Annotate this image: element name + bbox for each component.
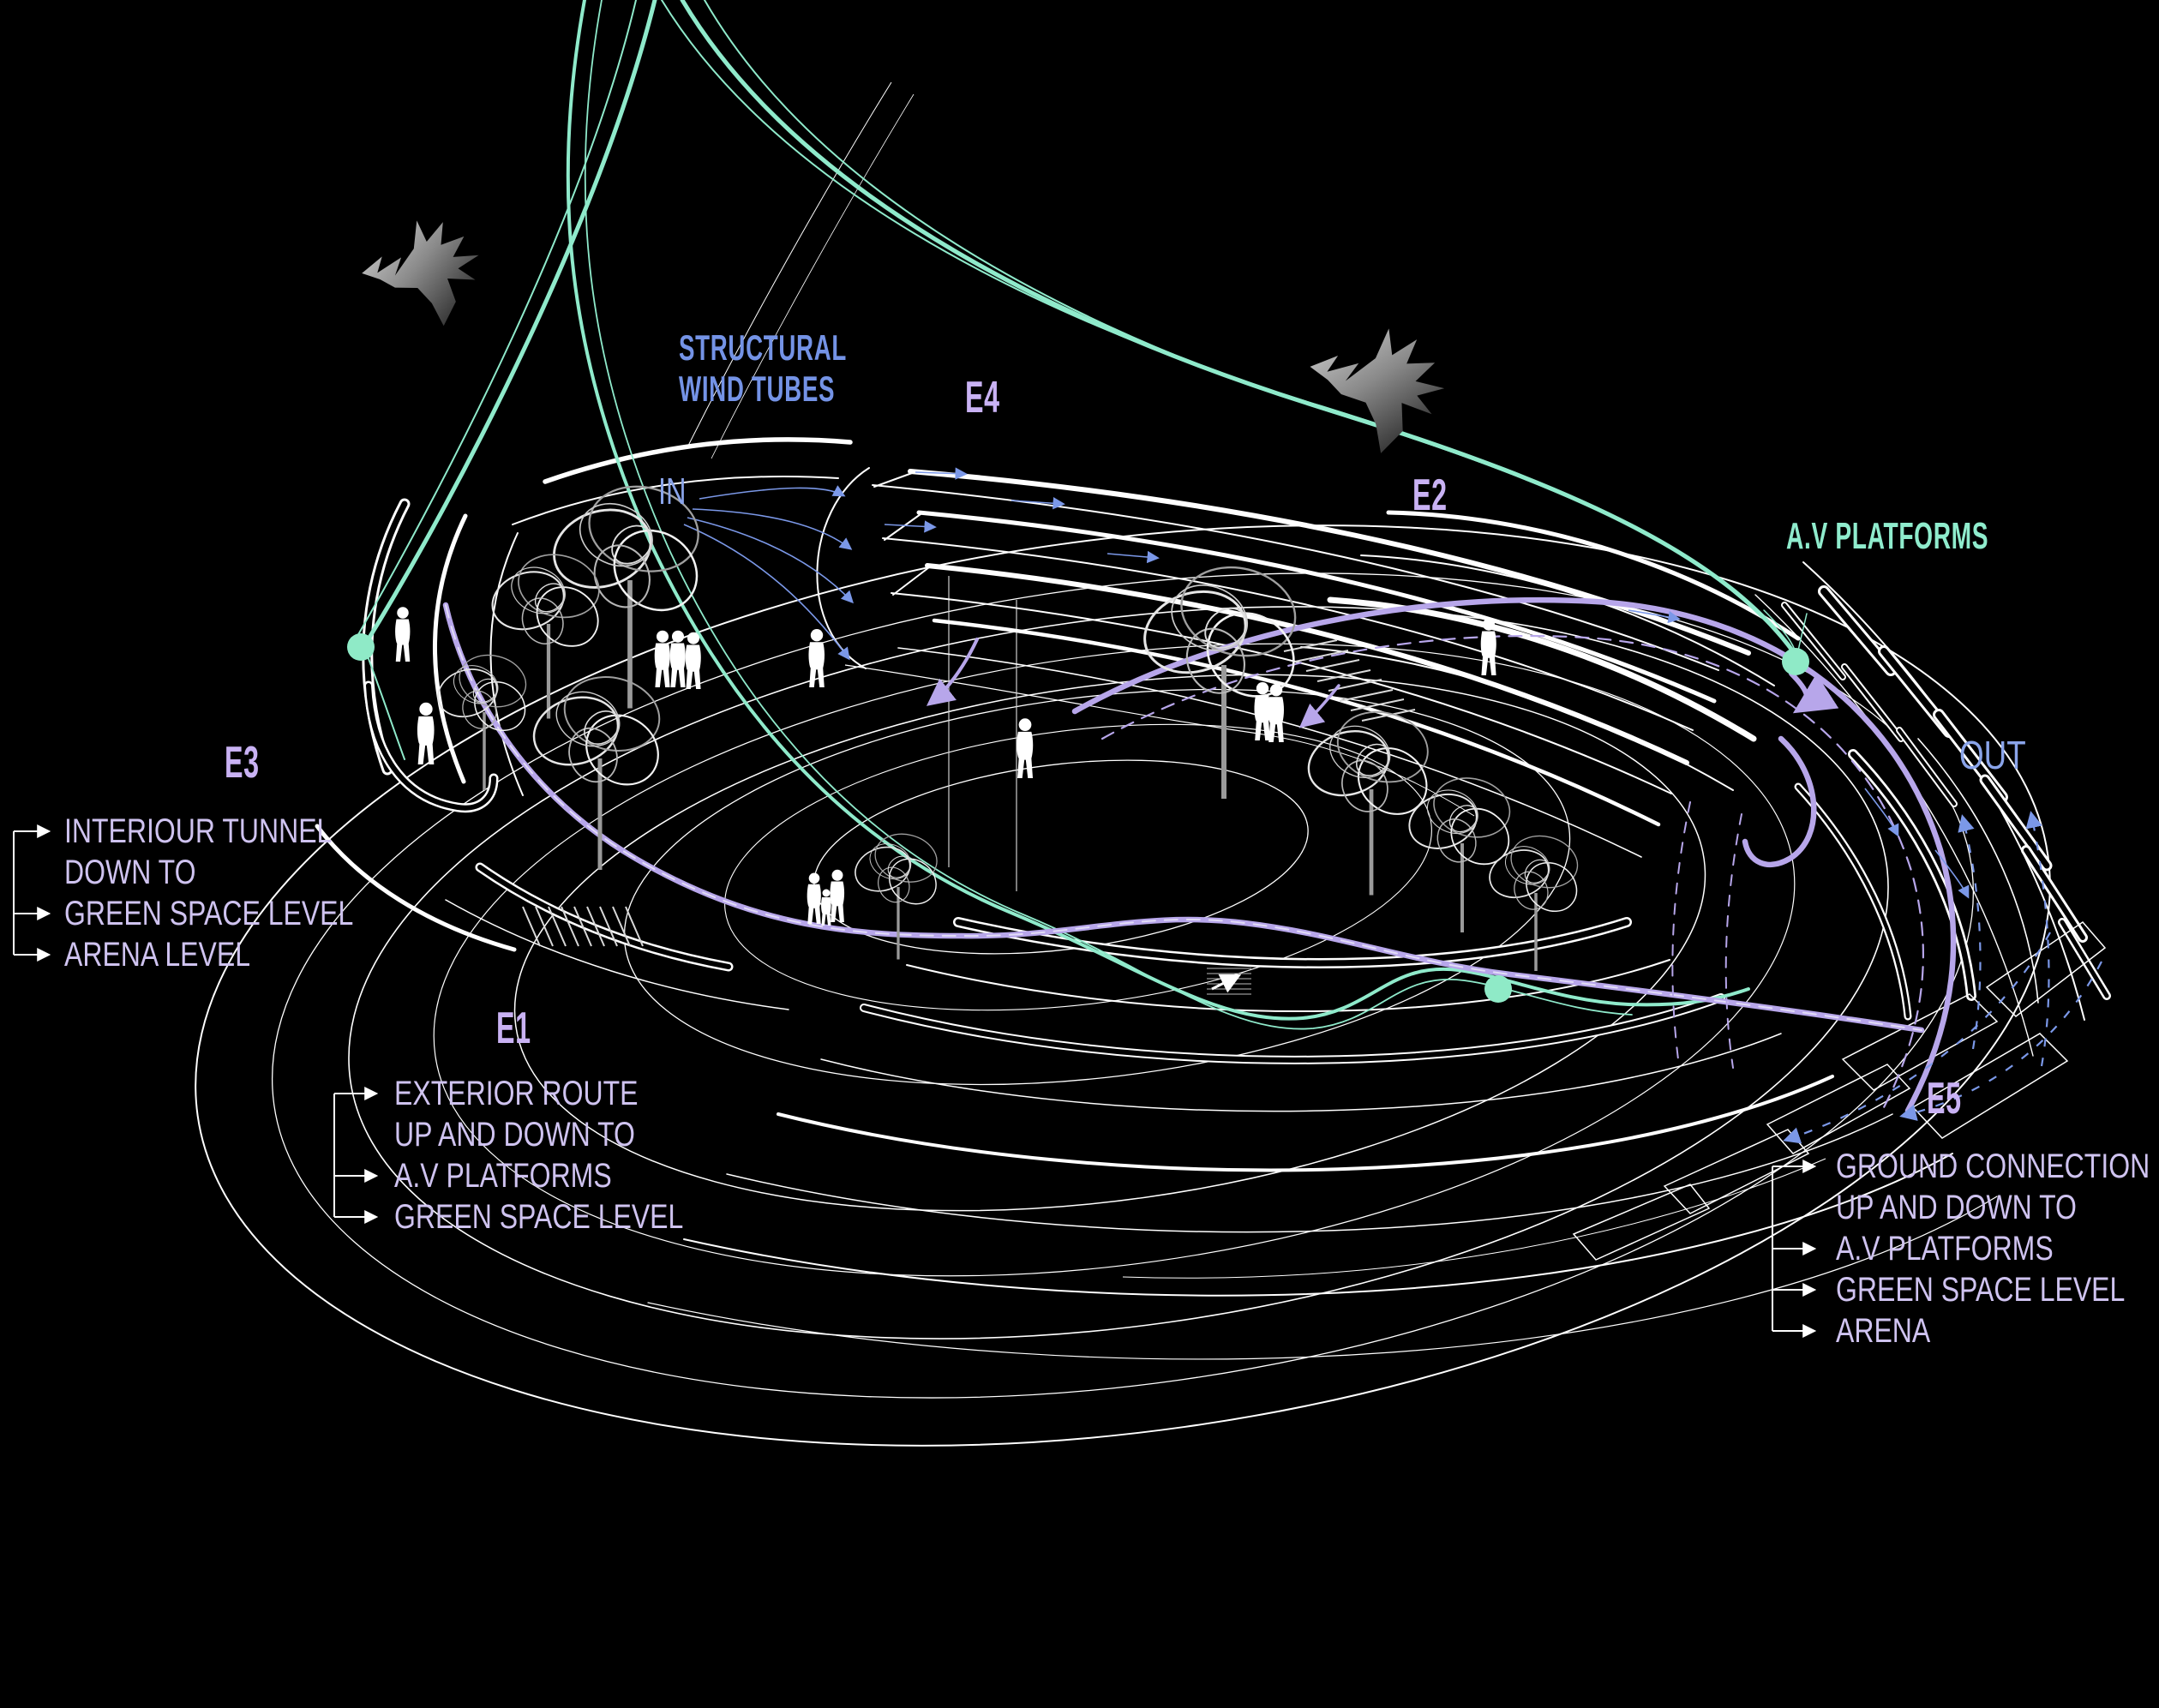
tree-icon xyxy=(848,826,947,962)
person-icon xyxy=(669,630,686,687)
label-e1: E1 xyxy=(496,1004,531,1053)
tree-icon xyxy=(1134,555,1310,799)
structural-wind-tubes-line1: STRUCTURAL xyxy=(679,327,847,368)
annotation-line: ARENA xyxy=(1836,1312,1931,1350)
label-e2: E2 xyxy=(1412,470,1448,520)
bottom-bands xyxy=(647,917,1998,1360)
left-ramp-bands xyxy=(315,437,853,1010)
bird-icon xyxy=(355,213,489,337)
annotation-line: A.V PLATFORMS xyxy=(394,1157,612,1195)
annotation-line: ARENA LEVEL xyxy=(64,936,250,974)
platform-dot-icon xyxy=(1484,975,1512,1003)
label-e4: E4 xyxy=(965,373,1000,423)
person-icon xyxy=(1268,684,1284,742)
wind-flow-arrows xyxy=(683,467,2102,1144)
annotation-line: GREEN SPACE LEVEL xyxy=(64,895,354,932)
ground-petals xyxy=(1572,921,2107,1261)
annotation-line: GREEN SPACE LEVEL xyxy=(394,1198,684,1236)
annotation-e5-list: GROUND CONNECTION UP AND DOWN TO A.V PLA… xyxy=(1836,1146,2150,1351)
person-icon xyxy=(685,632,701,689)
annotation-brackets xyxy=(13,824,1817,1338)
annotation-line: DOWN TO xyxy=(64,854,196,891)
label-e5: E5 xyxy=(1927,1074,1962,1124)
annotation-line: UP AND DOWN TO xyxy=(1836,1189,2077,1226)
platform-dot-icon xyxy=(1782,648,1809,675)
person-icon xyxy=(807,872,821,924)
bird-icon xyxy=(1297,316,1454,463)
annotation-line: A.V PLATFORMS xyxy=(1836,1230,2054,1268)
label-e3: E3 xyxy=(225,738,260,788)
arena-wireframe xyxy=(195,81,2051,1447)
annotation-line: GROUND CONNECTION xyxy=(1836,1148,2150,1185)
label-av-platforms: A.V PLATFORMS xyxy=(1786,515,1989,557)
annotation-line: INTERIOUR TUNNEL xyxy=(64,812,333,850)
stairs-hatch xyxy=(522,639,1416,995)
annotation-line: GREEN SPACE LEVEL xyxy=(1836,1271,2126,1309)
person-icon xyxy=(417,702,435,764)
right-seating-bands xyxy=(1300,510,2111,1057)
person-icon xyxy=(654,630,670,687)
annotation-line: EXTERIOR ROUTE xyxy=(394,1075,639,1112)
annotation-e1-list: EXTERIOR ROUTE UP AND DOWN TO A.V PLATFO… xyxy=(394,1073,683,1238)
person-icon xyxy=(830,869,845,922)
annotation-e3-list: INTERIOUR TUNNEL DOWN TO GREEN SPACE LEV… xyxy=(64,811,353,975)
av-route-teal xyxy=(356,0,1808,1030)
platform-dot-icon xyxy=(347,633,375,661)
tree-icon xyxy=(1300,703,1440,895)
label-out: OUT xyxy=(1959,733,2026,777)
person-icon xyxy=(395,607,411,662)
structural-wind-tubes-line2: WIND TUBES xyxy=(679,369,836,409)
av-platform-dots xyxy=(347,633,1809,1003)
label-in: IN xyxy=(658,470,687,512)
annotation-line: UP AND DOWN TO xyxy=(394,1116,635,1154)
label-structural-wind-tubes: STRUCTURAL WIND TUBES xyxy=(679,327,847,410)
birds xyxy=(355,213,1454,463)
person-icon xyxy=(821,889,831,926)
